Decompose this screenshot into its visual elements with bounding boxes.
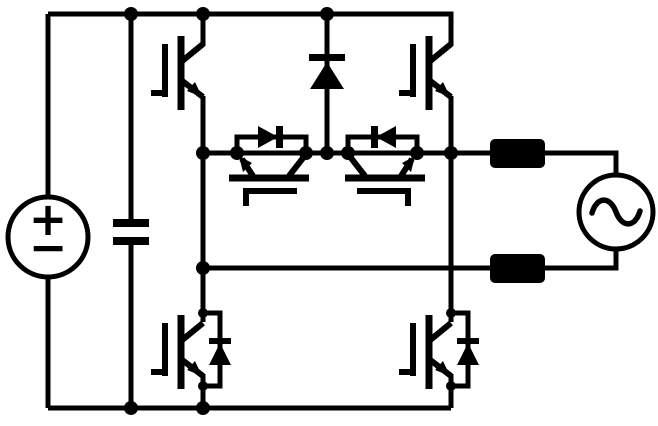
diode-triangle-icon	[310, 62, 344, 89]
igbt-bottom-left	[151, 315, 203, 389]
wire-top-rail	[48, 11, 454, 46]
junction-dot	[320, 7, 334, 21]
freewheeling-switch-left	[229, 126, 309, 206]
dc-source-circle	[5, 194, 91, 280]
junction-dot	[196, 146, 210, 160]
junction-dot	[446, 308, 456, 318]
ac-source	[576, 172, 656, 252]
filter-inductor-lower	[490, 254, 545, 283]
dc-minus-symbol: −	[29, 220, 68, 274]
junction-dot	[444, 146, 458, 160]
junction-dot	[198, 308, 208, 318]
junction-dot	[198, 381, 208, 391]
junction-dot	[196, 7, 210, 21]
junction-dot	[124, 401, 138, 415]
junction-dots	[124, 7, 458, 415]
igbt-top-right	[399, 36, 451, 110]
junction-dot	[320, 146, 334, 160]
capacitor-plate-top	[113, 219, 149, 227]
wire-upper-output-right	[543, 150, 619, 176]
junction-dot	[410, 146, 424, 160]
junction-dot	[124, 7, 138, 21]
antiparallel-diode-bottom-left	[203, 313, 231, 386]
igbt-bottom-right	[399, 315, 451, 389]
wire-lower-output-right	[543, 247, 619, 271]
dc-link-capacitor	[113, 219, 149, 245]
dc-voltage-source: + −	[5, 192, 91, 280]
junction-dot	[230, 146, 244, 160]
junction-dot	[341, 146, 355, 160]
filter-inductor-upper	[490, 139, 545, 168]
junction-dot	[196, 261, 210, 275]
clamping-diode	[309, 54, 345, 89]
junction-dot	[196, 401, 210, 415]
capacitor-plate-bottom	[113, 237, 149, 245]
sine-wave-icon	[589, 197, 643, 227]
dc-plus-symbol: +	[29, 192, 68, 246]
freewheeling-switch-right	[345, 126, 425, 206]
igbt-top-left	[151, 36, 203, 110]
diode-cathode-bar	[309, 54, 345, 61]
junction-dot	[446, 381, 456, 391]
junction-dot	[299, 146, 313, 160]
antiparallel-diode-bottom-right	[451, 313, 479, 386]
